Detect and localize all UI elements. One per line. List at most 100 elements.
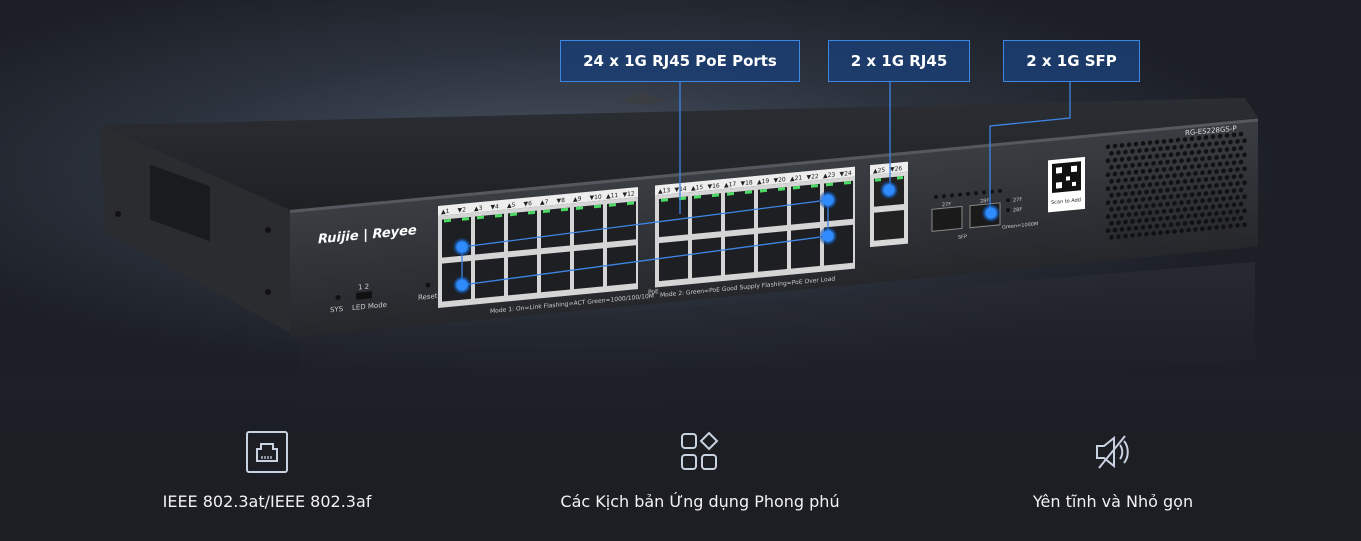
vent-hole [1144, 161, 1149, 167]
vent-hole [1242, 180, 1247, 186]
port-26[interactable] [874, 209, 904, 241]
port-11[interactable] [607, 201, 636, 243]
port-number-label: ▲13 [658, 187, 670, 195]
vent-hole [1105, 172, 1111, 177]
vent-hole [1158, 146, 1163, 152]
vent-hole [1207, 183, 1212, 189]
vent-hole [1119, 185, 1125, 190]
vent-hole [1182, 165, 1188, 170]
vent-hole [1228, 209, 1233, 215]
vent-hole [1123, 163, 1128, 169]
port-13[interactable] [659, 196, 688, 238]
vent-hole [1116, 206, 1121, 211]
vent-hole [1238, 145, 1244, 151]
port-9[interactable] [574, 204, 603, 246]
vent-hole [1144, 147, 1149, 153]
vent-hole [1130, 233, 1135, 238]
vent-hole [1137, 232, 1142, 238]
vent-hole [1154, 181, 1160, 187]
vent-hole [1200, 142, 1205, 148]
vent-hole [1203, 205, 1209, 210]
vent-hole [1228, 181, 1233, 187]
vent-hole [1154, 209, 1160, 215]
switch-top [100, 98, 1258, 210]
port-number-label: ▼8 [557, 197, 566, 205]
reset-button[interactable] [425, 282, 431, 288]
vent-hole [1182, 179, 1188, 184]
vent-hole [1207, 225, 1212, 231]
port-led [510, 212, 517, 217]
callout-sfp: 2 x 1G SFP [1003, 40, 1140, 82]
vent-hole [1116, 192, 1121, 197]
port-number-label: ▲17 [724, 181, 736, 189]
vent-hole [1130, 219, 1135, 224]
port-led [760, 188, 767, 193]
vent-hole [1144, 217, 1149, 223]
vent-hole [1182, 151, 1188, 156]
port-led [561, 207, 568, 212]
vent-hole [1168, 180, 1174, 186]
vent-hole [1112, 227, 1118, 233]
port-16[interactable] [692, 237, 721, 278]
port-20[interactable] [758, 231, 787, 272]
port-7[interactable] [541, 207, 570, 249]
vent-hole [1189, 150, 1195, 156]
vent-hole [1193, 143, 1198, 148]
port-18[interactable] [725, 234, 754, 275]
led-mode-switch[interactable] [356, 291, 372, 300]
vent-hole [1154, 139, 1160, 145]
vent-hole [1172, 159, 1177, 164]
port-21[interactable] [791, 183, 820, 225]
port-15[interactable] [692, 193, 721, 234]
vent-hole [1179, 172, 1184, 178]
vent-hole [1235, 139, 1240, 144]
highlight-dots [453, 181, 1000, 294]
port-23[interactable] [824, 180, 853, 222]
port-10[interactable] [574, 248, 603, 290]
vent-hole [1231, 160, 1237, 166]
vent-hole [1193, 157, 1198, 162]
vent-hole [1224, 189, 1230, 194]
qr-caption: Scan to Add [1051, 197, 1081, 206]
vent-hole [1154, 195, 1160, 201]
vent-hole [1214, 141, 1219, 146]
vent-hole [1133, 197, 1139, 203]
vent-hole [1214, 211, 1219, 216]
vent-hole [1231, 132, 1237, 138]
port-led [609, 203, 616, 207]
port-4[interactable] [475, 257, 504, 299]
vent-hole [1112, 157, 1118, 163]
vent-hole [1189, 178, 1195, 184]
vent-hole [1189, 206, 1195, 212]
vent-hole [1130, 163, 1135, 168]
vent-hole [1207, 197, 1212, 203]
port-17[interactable] [725, 190, 754, 231]
vent-hole [1231, 188, 1237, 194]
vent-hole [1109, 179, 1114, 184]
poe-label: PoE [648, 288, 659, 296]
vent-hole [1158, 174, 1163, 180]
vent-hole [1238, 201, 1244, 207]
port-number-label: ▼22 [807, 173, 819, 181]
vent-hole [1119, 171, 1125, 176]
vent-hole [1116, 178, 1121, 183]
vent-hole [1119, 227, 1125, 232]
sfp-led-label: 27F [1013, 197, 1022, 204]
vent-hole [1105, 158, 1111, 163]
port-6[interactable] [508, 254, 537, 296]
ethernet-port-icon [245, 430, 289, 474]
vent-hole [1175, 137, 1181, 143]
sfp-port-27[interactable] [931, 205, 963, 232]
port-12[interactable] [607, 245, 636, 287]
vent-hole [1112, 143, 1118, 149]
vent-hole [1154, 223, 1160, 229]
port-3[interactable] [475, 213, 504, 255]
port-number-label: ▼18 [741, 179, 753, 187]
vent-hole [1200, 226, 1205, 232]
vent-hole [1137, 218, 1142, 224]
screw [265, 227, 271, 233]
port-5[interactable] [508, 210, 537, 252]
port-22[interactable] [791, 227, 820, 269]
port-14[interactable] [659, 240, 688, 282]
vent-hole [1147, 224, 1153, 230]
